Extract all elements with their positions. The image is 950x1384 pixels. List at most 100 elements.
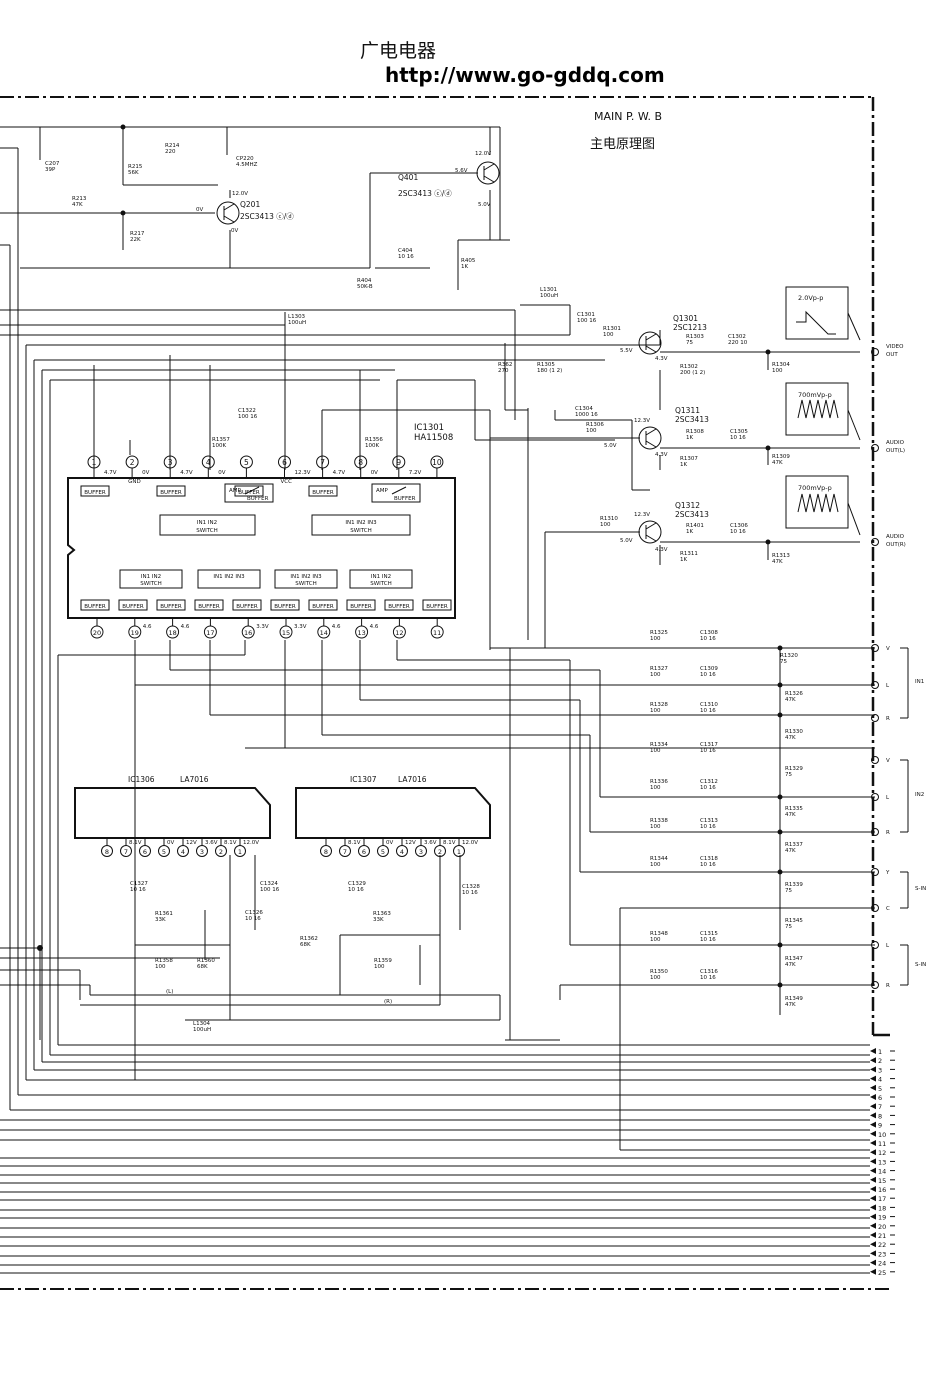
connector-arrow	[870, 1186, 876, 1192]
wire	[645, 428, 657, 436]
wire	[223, 203, 235, 211]
component-ref: R1329	[785, 766, 803, 772]
ic-main-pin-label: GND	[128, 479, 141, 485]
buffer-label: BUFFER	[84, 604, 106, 610]
buffer-block	[308, 485, 338, 497]
connector-arrow	[870, 1241, 876, 1248]
component-ref: R1345	[785, 918, 803, 924]
connector-pin-number: 6	[878, 1094, 882, 1102]
input-group-label: IN1	[915, 679, 924, 685]
la7016-pin-volt: 12.0V	[462, 840, 478, 846]
component-ref: R1305	[537, 362, 555, 368]
component-value: 10 16	[700, 862, 716, 868]
connector-pin-number: 8	[878, 1112, 882, 1120]
transistor-ref: Q1312	[675, 501, 700, 510]
component-value: 68K	[197, 964, 208, 970]
component-ref: R1362	[300, 936, 318, 942]
buffer-label: BUFFER	[426, 604, 448, 610]
connector-pin-number: 19	[878, 1214, 886, 1222]
output-label: AUDIO	[886, 534, 905, 540]
switch-block	[349, 569, 413, 589]
la7016-left-pin	[120, 845, 132, 857]
component-ref: C1308	[700, 630, 718, 636]
la7016-right-pin	[377, 845, 389, 857]
component-value: 1000 16	[575, 412, 598, 418]
input-jack	[871, 714, 879, 722]
component-value: 75	[780, 659, 787, 665]
header-url[interactable]: http://www.go-gddq.com	[385, 63, 665, 87]
component-value: 100	[772, 368, 783, 374]
component-value: 220 10	[728, 340, 748, 346]
la7016-pin-volt: 8.1V	[129, 840, 142, 846]
component-ref: R362	[498, 362, 512, 368]
connector-arrow	[870, 1149, 876, 1156]
amp-label: AMP	[229, 488, 242, 494]
component-value: 100	[600, 522, 611, 528]
connector-pin-number: 13	[878, 1158, 886, 1166]
connector-arrow	[870, 1222, 876, 1229]
component-ref: C1316	[700, 969, 718, 975]
input-jack	[871, 681, 879, 689]
ic-main-pin-number: 9	[396, 458, 401, 467]
ic-main-pin-volt: 4.6	[332, 624, 341, 630]
connector-arrow	[870, 1167, 876, 1174]
component-value: 10 16	[700, 824, 716, 830]
component-value: 100 16	[238, 414, 258, 420]
la7016-pin-volt: 3.6V	[205, 840, 218, 846]
ic-main-pin-volt: 0V	[371, 470, 378, 476]
buffer-label: BUFFER	[312, 490, 334, 496]
voltage-annotation: 12.3V	[634, 512, 650, 518]
component-value: 10 16	[700, 636, 716, 642]
connector-pin-number: 3	[878, 1066, 882, 1074]
component-ref: R1327	[650, 666, 668, 672]
board-subtitle: 主电原理图	[590, 137, 655, 152]
component-ref: R1302	[680, 364, 698, 370]
component-value: 75	[785, 924, 792, 930]
channel-label: (L)	[166, 989, 173, 995]
la7016-right-pin	[339, 845, 351, 857]
switch-label: IN1 IN2	[141, 574, 161, 580]
connector-arrow	[870, 1213, 876, 1220]
buffer-block	[156, 599, 186, 611]
component-ref: R1328	[650, 702, 668, 708]
ic-main-pin-number: 6	[282, 458, 287, 467]
board-name: MAIN P. W. B	[594, 110, 662, 123]
component-ref: R1356	[365, 437, 383, 443]
component-value: 100	[650, 708, 661, 714]
connector-arrow	[870, 1121, 876, 1128]
la7016-pin-number: 5	[162, 848, 166, 856]
ic-main-pin-number: 17	[206, 629, 214, 637]
wire	[244, 486, 260, 495]
transistor-ref: Q401	[398, 173, 418, 182]
input-jack	[871, 981, 879, 989]
la7016-pin-volt: 0V	[386, 840, 393, 846]
la7016-pin-number: 1	[457, 848, 461, 856]
component-ref: R1349	[785, 996, 803, 1002]
component-ref: L1301	[540, 287, 557, 293]
ic-main-pin-volt: 7.2V	[409, 470, 422, 476]
la7016-right-pin	[415, 845, 427, 857]
connector-arrow	[870, 1204, 876, 1211]
output-jack	[871, 348, 879, 356]
component-value: 100K	[212, 443, 226, 449]
buffer-block	[80, 485, 110, 497]
la7016-pin-volt: 0V	[167, 840, 174, 846]
la7016-left-pin	[158, 845, 170, 857]
ic-main-pin-volt: 4.6	[143, 624, 152, 630]
ic-main-pin-number: 1	[92, 458, 97, 467]
connector-pin-number: 21	[878, 1232, 886, 1240]
component-ref: R1359	[374, 958, 392, 964]
connector-pin-number: 25	[878, 1269, 886, 1277]
component-value: 100K	[365, 443, 379, 449]
component-value: 270	[498, 368, 509, 374]
buffer-block	[194, 599, 224, 611]
connector-arrow	[870, 1259, 876, 1266]
amp-label: AMP	[376, 488, 389, 494]
la7016-pin-number: 1	[238, 848, 242, 856]
ic-left-type: LA7016	[180, 775, 209, 784]
transistor-q401-symbol	[476, 161, 500, 185]
la7016-left-pin	[101, 845, 113, 857]
component-ref: C1322	[238, 408, 256, 414]
output-label: OUT	[886, 352, 898, 358]
